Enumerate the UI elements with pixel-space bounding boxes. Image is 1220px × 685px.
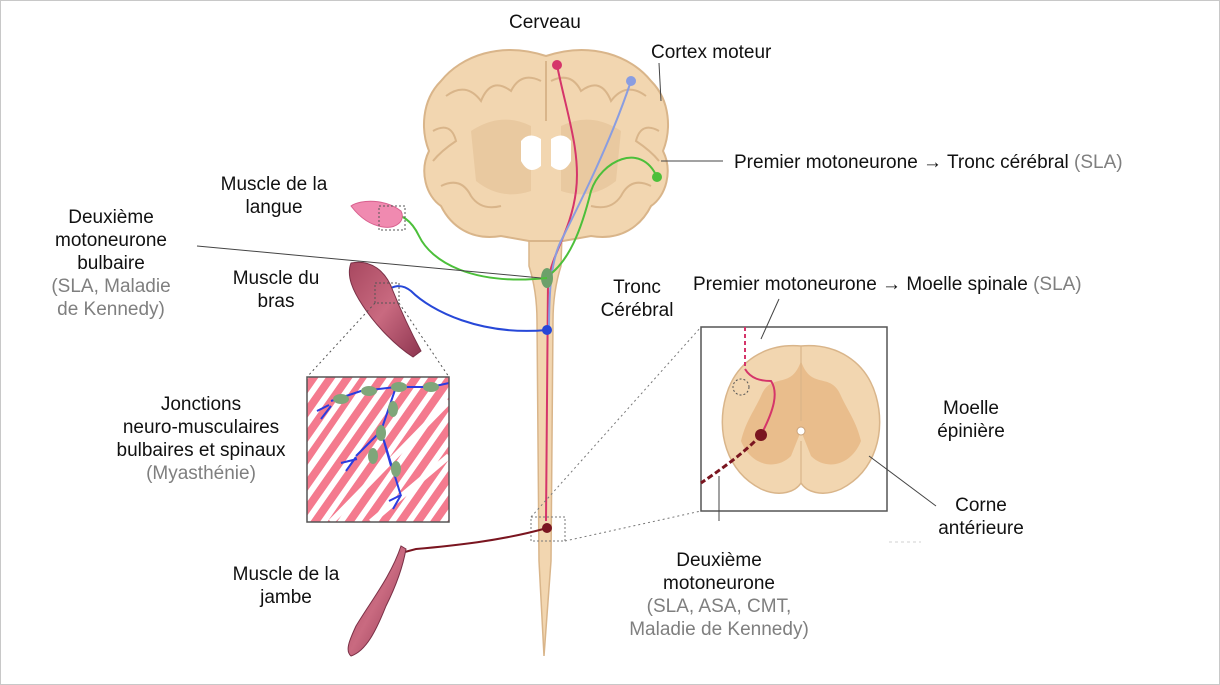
- label-premier-mn-tronc-note: (SLA): [1074, 152, 1123, 173]
- label-jonctions-line1: Jonctions: [101, 393, 301, 416]
- label-premier-mn-moelle-note: (SLA): [1033, 274, 1082, 295]
- label-cortex-moteur: Cortex moteur: [651, 41, 771, 64]
- label-premier-mn-moelle: Premier motoneurone → Moelle spinale (SL…: [693, 273, 1082, 296]
- label-muscle-bras-line1: Muscle du: [221, 267, 331, 290]
- label-premier-mn-tronc: Premier motoneurone → Tronc cérébral (SL…: [734, 151, 1123, 174]
- label-jonctions-note: (Myasthénie): [101, 462, 301, 485]
- label-tronc-line2: Cérébral: [587, 299, 687, 322]
- label-moelle-epiniere: Moelle épinière: [921, 397, 1021, 443]
- tongue-shape: [351, 201, 402, 227]
- label-cerveau-text: Cerveau: [509, 12, 581, 33]
- label-deuxieme-mn-note2: Maladie de Kennedy): [599, 618, 839, 641]
- label-deuxieme-bulbaire-line2: motoneurone: [31, 229, 191, 252]
- arm-muscle-shape: [349, 262, 421, 357]
- label-muscle-langue-line1: Muscle de la: [209, 173, 339, 196]
- label-muscle-langue-line2: langue: [209, 196, 339, 219]
- label-muscle-langue: Muscle de la langue: [209, 173, 339, 219]
- label-deuxieme-mn-note1: (SLA, ASA, CMT,: [599, 595, 839, 618]
- label-corne-anterieure: Corne antérieure: [926, 494, 1036, 540]
- upper-motor-neuron-soma: [552, 60, 562, 70]
- label-muscle-bras: Muscle du bras: [221, 267, 331, 313]
- label-cortex-moteur-text: Cortex moteur: [651, 42, 771, 63]
- label-jonctions: Jonctions neuro-musculaires bulbaires et…: [101, 393, 301, 485]
- leg-muscle-shape: [348, 546, 406, 656]
- label-premier-mn-tronc-text: Premier motoneurone → Tronc cérébral: [734, 152, 1069, 173]
- nmj-inset: [307, 377, 449, 522]
- label-corne-line2: antérieure: [926, 517, 1036, 540]
- label-deuxieme-bulbaire-note2: de Kennedy): [31, 298, 191, 321]
- label-corne-line1: Corne: [926, 494, 1036, 517]
- label-deuxieme-bulbaire-line1: Deuxième: [31, 206, 191, 229]
- label-muscle-bras-line2: bras: [221, 290, 331, 313]
- label-tronc-line1: Tronc: [587, 276, 687, 299]
- label-muscle-jambe-line1: Muscle de la: [216, 563, 356, 586]
- label-muscle-jambe: Muscle de la jambe: [216, 563, 356, 609]
- label-deuxieme-bulbaire-line3: bulbaire: [31, 252, 191, 275]
- label-deuxieme-bulbaire: Deuxième motoneurone bulbaire (SLA, Mala…: [31, 206, 191, 321]
- label-moelle-line2: épinière: [921, 420, 1021, 443]
- label-jonctions-line2: neuro-musculaires: [101, 416, 301, 439]
- leg-motor-neuron-path: [401, 528, 547, 553]
- arm-motor-neuron-path: [386, 286, 547, 331]
- label-jonctions-line3: bulbaires et spinaux: [101, 439, 301, 462]
- label-deuxieme-mn-line1: Deuxième: [599, 549, 839, 572]
- label-deuxieme-bulbaire-note1: (SLA, Maladie: [31, 275, 191, 298]
- label-premier-mn-moelle-text: Premier motoneurone → Moelle spinale: [693, 274, 1028, 295]
- label-moelle-line1: Moelle: [921, 397, 1021, 420]
- label-tronc-cerebral: Tronc Cérébral: [587, 276, 687, 322]
- label-deuxieme-mn: Deuxième motoneurone (SLA, ASA, CMT, Mal…: [599, 549, 839, 641]
- label-muscle-jambe-line2: jambe: [216, 586, 356, 609]
- label-cerveau: Cerveau: [509, 11, 581, 34]
- upper-motor-neuron-2-soma: [626, 76, 636, 86]
- label-deuxieme-mn-line2: motoneurone: [599, 572, 839, 595]
- bulbar-upper-neuron-soma: [652, 172, 662, 182]
